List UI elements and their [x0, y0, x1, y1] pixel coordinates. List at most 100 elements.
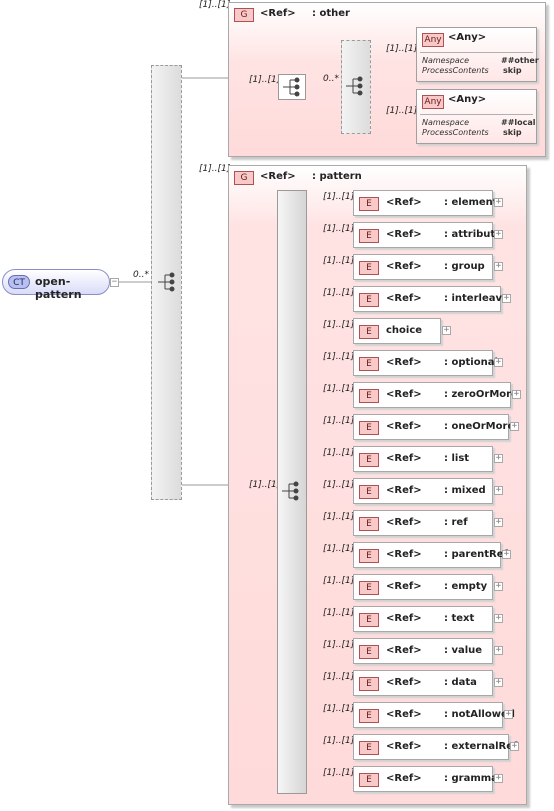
group-pattern-name[interactable]: : pattern: [312, 171, 362, 182]
any-2-divider: [420, 114, 533, 115]
choice-icon: [280, 481, 304, 505]
expand-button[interactable]: +: [502, 549, 511, 559]
expand-button[interactable]: +: [494, 773, 503, 783]
element-badge: E: [359, 197, 379, 211]
expand-button[interactable]: +: [494, 581, 503, 591]
element-node[interactable]: E<Ref>: grammar: [353, 766, 503, 792]
expand-button[interactable]: +: [494, 517, 503, 527]
element-name: : ref: [444, 517, 468, 528]
element-name: : group: [444, 261, 485, 272]
expand-button[interactable]: +: [510, 741, 519, 751]
element-occurs: [1]..[1]: [323, 256, 355, 266]
any-2-box[interactable]: Any <Any> Namespace ##local ProcessConte…: [416, 89, 537, 144]
element-ref: <Ref>: [386, 293, 422, 304]
element-node[interactable]: E<Ref>: attribute: [353, 222, 502, 248]
group-pattern-ref: <Ref>: [260, 171, 296, 182]
element-badge: E: [359, 645, 379, 659]
element-badge: E: [359, 549, 379, 563]
expand-button[interactable]: +: [512, 389, 521, 399]
element-name: : externalRef: [444, 741, 518, 752]
element-node[interactable]: E<Ref>: optional: [353, 350, 498, 376]
expand-button[interactable]: +: [494, 229, 503, 239]
sequence-icon: [156, 272, 178, 296]
element-badge: E: [359, 421, 379, 435]
expand-button[interactable]: +: [442, 325, 451, 335]
any-1-box[interactable]: Any <Any> Namespace ##other ProcessConte…: [416, 27, 539, 82]
sequence-icon: [283, 77, 300, 97]
any-1-title: <Any>: [448, 32, 487, 43]
element-ref: <Ref>: [386, 677, 422, 688]
expand-button[interactable]: +: [494, 197, 503, 207]
expand-button[interactable]: +: [494, 645, 503, 655]
element-node[interactable]: E<Ref>: empty: [353, 574, 493, 600]
element-node[interactable]: E<Ref>: notAllowed: [353, 702, 515, 728]
element-node[interactable]: E<Ref>: data: [353, 670, 493, 696]
expand-button[interactable]: +: [494, 485, 503, 495]
element-occurs: [1]..[1]: [323, 192, 355, 202]
element-node[interactable]: E<Ref>: list: [353, 446, 493, 472]
element-occurs: [1]..[1]: [323, 288, 355, 298]
element-name: : parentRef: [444, 549, 508, 560]
any-2-namespace-label: Namespace: [422, 118, 470, 127]
element-occurs: [1]..[1]: [323, 512, 355, 522]
element-ref: <Ref>: [386, 645, 422, 656]
element-node[interactable]: E<Ref>: ref: [353, 510, 493, 536]
element-occurs: [1]..[1]: [323, 704, 355, 714]
group-other-name[interactable]: : other: [312, 8, 350, 19]
element-occurs: [1]..[1]: [323, 640, 355, 650]
element-node[interactable]: E<Ref>: oneOrMore: [353, 414, 514, 440]
element-occurs: [1]..[1]: [323, 480, 355, 490]
element-node[interactable]: E<Ref>: externalRef: [353, 734, 517, 760]
element-occurs: [1]..[1]: [323, 384, 355, 394]
expand-button[interactable]: +: [502, 293, 511, 303]
element-node[interactable]: E<Ref>: group: [353, 254, 493, 280]
expand-button[interactable]: +: [504, 709, 513, 719]
element-node[interactable]: E<Ref>: mixed: [353, 478, 493, 504]
element-badge: E: [359, 261, 379, 275]
other-sequence-node: [278, 74, 306, 100]
element-ref: <Ref>: [386, 549, 422, 560]
element-name: choice: [386, 325, 423, 336]
element-ref: <Ref>: [386, 517, 422, 528]
any-2-process-label: ProcessContents: [422, 128, 489, 137]
any-2-title: <Any>: [448, 94, 487, 105]
expand-button[interactable]: +: [510, 421, 519, 431]
element-ref: <Ref>: [386, 741, 422, 752]
element-badge: E: [359, 357, 379, 371]
expand-button[interactable]: +: [494, 677, 503, 687]
choice-icon: [344, 76, 368, 100]
expand-button[interactable]: +: [494, 357, 503, 367]
element-occurs: [1]..[1]: [323, 576, 355, 586]
expand-button[interactable]: +: [494, 613, 503, 623]
element-badge: E: [359, 677, 379, 691]
element-occurs: [1]..[1]: [323, 768, 355, 778]
expand-button[interactable]: +: [494, 261, 503, 271]
any-1-process-value: skip: [503, 66, 522, 75]
element-occurs: [1]..[1]: [323, 416, 355, 426]
element-node[interactable]: E<Ref>: zeroOrMore: [353, 382, 518, 408]
complex-type-badge: CT: [8, 275, 30, 289]
any-1-badge: Any: [422, 33, 444, 47]
element-node[interactable]: E <Ref> : parentRef: [353, 542, 508, 568]
expand-button[interactable]: +: [494, 453, 503, 463]
any-1-divider: [420, 52, 533, 53]
element-node[interactable]: E<Ref>: value: [353, 638, 493, 664]
element-badge: E: [359, 485, 379, 499]
collapse-button[interactable]: −: [110, 277, 119, 287]
element-badge: E: [359, 453, 379, 467]
element-name: : zeroOrMore: [444, 389, 518, 400]
element-ref: <Ref>: [386, 197, 422, 208]
complex-type-node[interactable]: CT open-pattern: [2, 269, 110, 301]
element-ref: <Ref>: [386, 389, 422, 400]
element-node[interactable]: E<Ref>: element: [353, 190, 498, 216]
element-ref: <Ref>: [386, 357, 422, 368]
element-occurs: [1]..[1]: [323, 544, 355, 554]
element-name: : grammar: [444, 773, 503, 784]
element-node[interactable]: E<Ref>: interleave: [353, 286, 509, 312]
any-1-namespace-value: ##other: [501, 56, 539, 65]
element-occurs: [1]..[1]: [323, 608, 355, 618]
element-occurs: [1]..[1]: [323, 672, 355, 682]
element-name: : interleave: [444, 293, 509, 304]
element-node[interactable]: E<Ref>: text: [353, 606, 493, 632]
